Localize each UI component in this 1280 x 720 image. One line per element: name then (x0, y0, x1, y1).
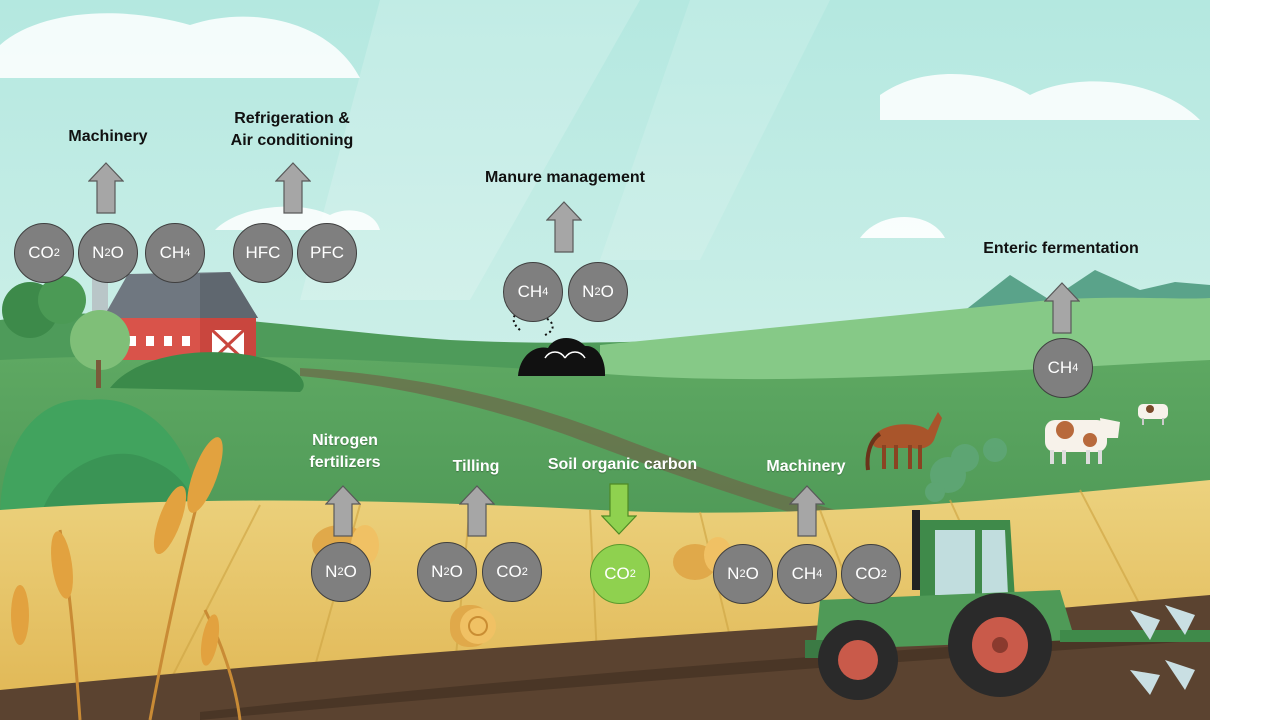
gas-formula: CO (28, 243, 54, 262)
emission-arrow-icon (325, 485, 361, 537)
gas-formula: CO (604, 564, 630, 583)
emission-arrow-icon (546, 201, 582, 253)
label-tilling: Tilling (452, 458, 500, 475)
farm-landscape (0, 0, 1210, 720)
label-machinery-bottom: Machinery (766, 458, 846, 475)
exhaust-smoke (925, 438, 1007, 502)
gas-formula: CH (1047, 358, 1073, 377)
cow (1045, 418, 1120, 464)
cloud (880, 74, 1200, 120)
gas-formula: CO (855, 564, 881, 583)
cow (1138, 404, 1168, 425)
horse (865, 412, 942, 471)
label-nitrogen-fertilizers: Nitrogen fertilizers (309, 432, 381, 471)
gas-circle-hfc: HFC (233, 223, 293, 283)
sequestration-arrow-icon (601, 483, 637, 535)
label-refrigeration: Refrigeration & Air conditioning (230, 110, 354, 149)
label-enteric-fermentation: Enteric fermentation (983, 240, 1139, 257)
emission-arrow-icon (789, 485, 825, 537)
gas-formula: CH (517, 282, 543, 301)
label-soil-organic-carbon: Soil organic carbon (547, 456, 698, 473)
gas-formula: N (431, 562, 444, 581)
emission-arrow-icon (1044, 282, 1080, 334)
label-machinery-top: Machinery (68, 128, 148, 145)
label-manure-management: Manure management (484, 169, 646, 186)
gas-formula: CH (159, 243, 185, 262)
gas-formula: HFC (245, 243, 281, 262)
emission-arrow-icon (88, 162, 124, 214)
gas-formula: N (582, 282, 595, 301)
hay-bale (450, 605, 496, 647)
tractor (805, 510, 1210, 700)
emission-arrow-icon (275, 162, 311, 214)
cloud (0, 13, 360, 78)
gas-formula: N (92, 243, 105, 262)
gas-formula: N (325, 562, 338, 581)
gas-formula: CO (496, 562, 522, 581)
gas-formula: N (727, 564, 740, 583)
gas-circle-pfc: PFC (297, 223, 357, 283)
emission-arrow-icon (459, 485, 495, 537)
gas-formula: PFC (310, 243, 344, 262)
gas-formula: CH (791, 564, 817, 583)
